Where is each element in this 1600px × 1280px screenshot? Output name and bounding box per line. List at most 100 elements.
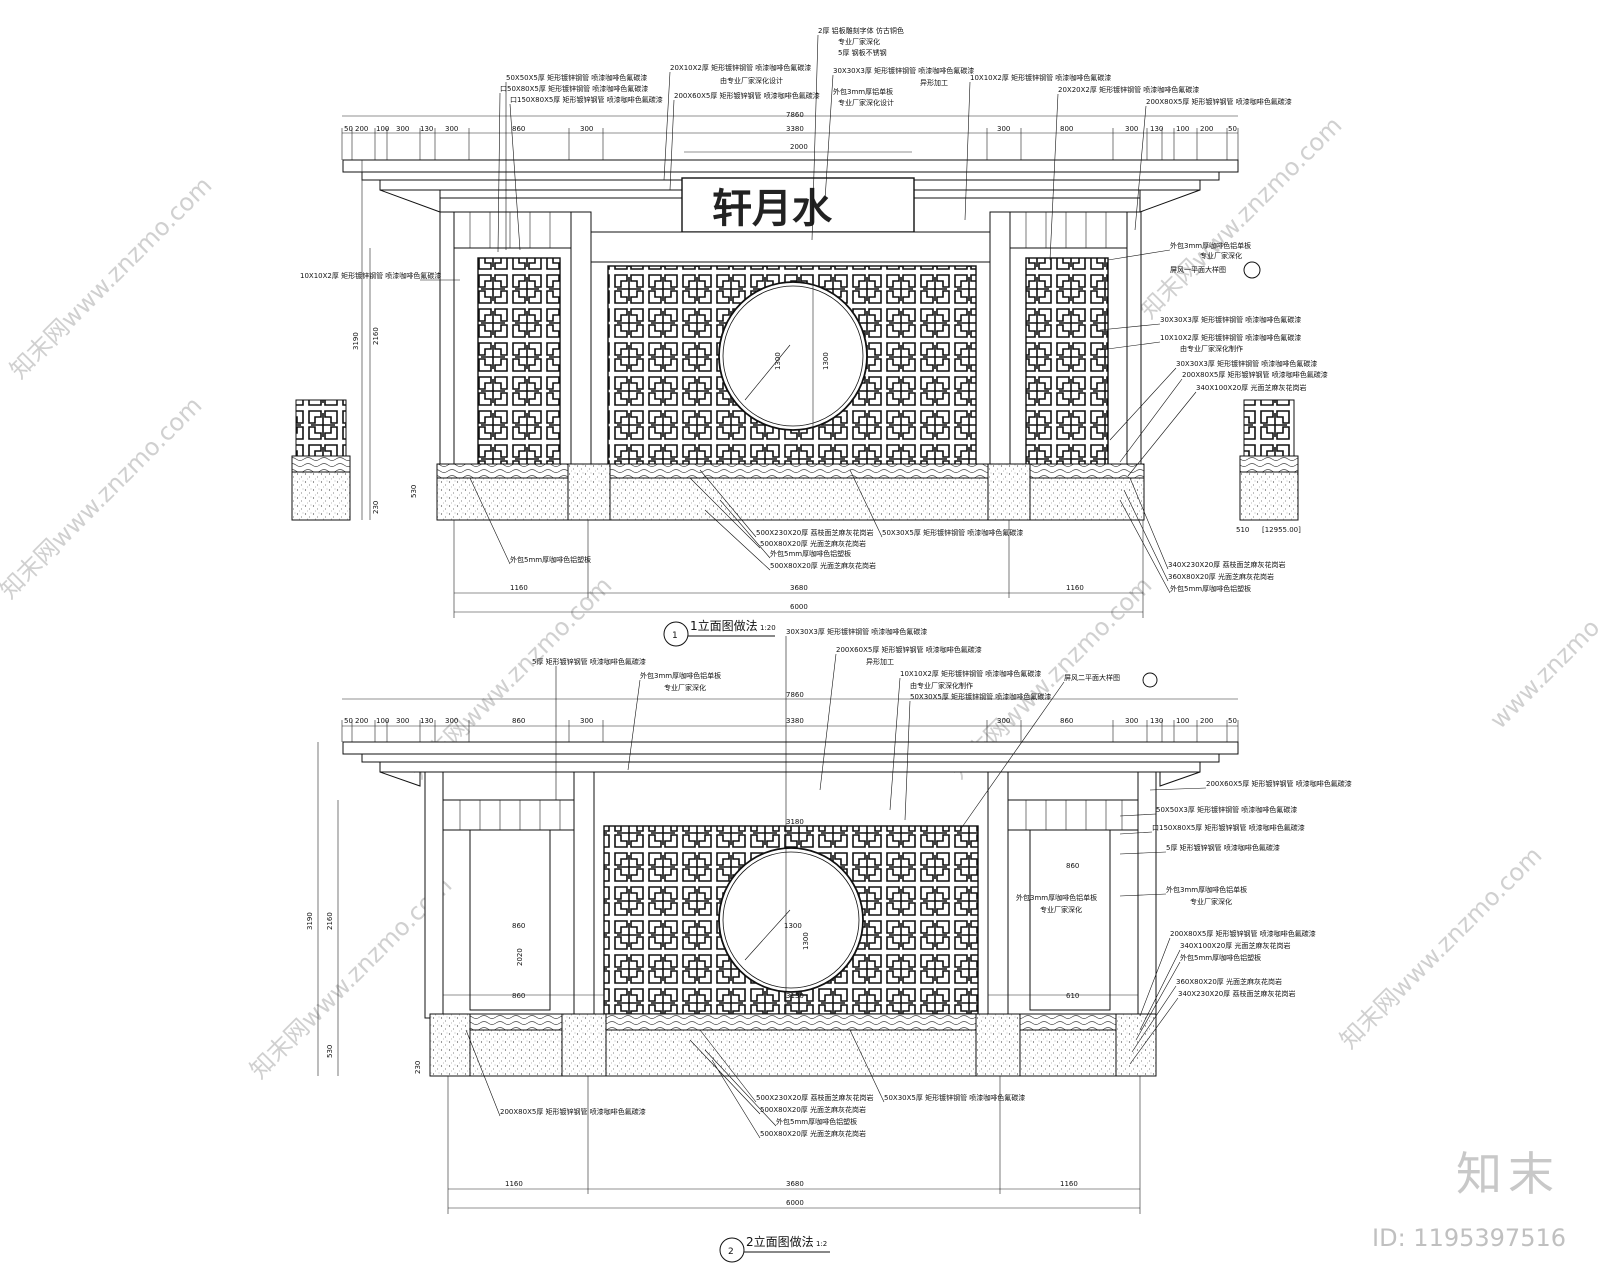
v1-height-dim: 3190	[352, 332, 360, 350]
v1-top-dim: 300	[445, 125, 458, 133]
v1-top-dim: 200	[355, 125, 368, 133]
v1-top-dim: 50	[1228, 125, 1237, 133]
v2-top-dim: 860	[1060, 717, 1073, 725]
v1-label-top: 20X20X2厚 矩形镀锌钢管 喷漆咖啡色氟碳漆	[1058, 85, 1199, 94]
elevation-view-2: 7860 50 200 100 300 130 300 860 300 3380…	[306, 627, 1352, 1263]
v2-top-dim: 130	[1150, 717, 1163, 725]
v1-label-left: 10X10X2厚 矩形镀锌钢管 喷漆咖啡色氟碳漆	[300, 271, 441, 280]
v1-right-lattice	[1025, 257, 1109, 477]
v2-inner-dim: 860	[1066, 862, 1079, 870]
v1-left-lattice	[477, 257, 561, 477]
v1-label-bottom: 外包5mm厚咖啡色铝塑板	[1170, 584, 1251, 593]
v2-label-top: 5厚 矩形镀锌钢管 喷漆咖啡色氟碳漆	[532, 657, 646, 666]
v1-height-dim: 530	[410, 485, 418, 498]
v2-overall-dim: 7860	[786, 691, 804, 699]
v1-overall-dim: 7860	[786, 111, 804, 119]
v2-top-dim: 100	[376, 717, 389, 725]
v2-bottom-dim: 1160	[1060, 1180, 1078, 1188]
v2-label-top: 异形加工	[866, 657, 894, 666]
v2-label-right: 200X60X5厚 矩形镀锌钢管 喷漆咖啡色氟碳漆	[1206, 779, 1352, 788]
v1-label-right: 200X80X5厚 矩形镀锌钢管 喷漆咖啡色氟碳漆	[1182, 370, 1328, 379]
v1-label-left: 50X50X5厚 矩形镀锌钢管 喷漆咖啡色氟碳漆	[506, 73, 647, 82]
v1-title: 1立面图做法	[690, 618, 758, 633]
v1-label-top: 20X10X2厚 矩形镀锌钢管 喷漆咖啡色氟碳漆	[670, 63, 811, 72]
v2-height-dim: 530	[326, 1045, 334, 1058]
v2-inner-dim: 860	[512, 922, 525, 930]
v1-label-top: 外包3mm厚铝单板	[833, 87, 893, 96]
v2-top-dim: 200	[1200, 717, 1213, 725]
v1-label-bottom: 340X230X20厚 荔枝面芝麻灰花岗岩	[1168, 560, 1285, 569]
v2-label-bottom: 200X80X5厚 矩形镀锌钢管 喷漆咖啡色氟碳漆	[500, 1107, 646, 1116]
v1-height-dim: 230	[372, 501, 380, 514]
v1-ref-width: 510	[1236, 526, 1249, 534]
v1-top-dim: 300	[396, 125, 409, 133]
v2-top-dim: 300	[580, 717, 593, 725]
v1-label-bottom: 500X80X20厚 光面芝麻灰花岗岩	[760, 539, 866, 548]
v1-sign-text: 轩月水	[712, 185, 833, 232]
v1-top-dim: 100	[1176, 125, 1189, 133]
watermark-3: 知末网www.znzmo.com	[0, 391, 207, 604]
v2-label-right: 200X80X5厚 矩形镀锌钢管 喷漆咖啡色氟碳漆	[1170, 929, 1316, 938]
v2-top-dim: 3380	[786, 717, 804, 725]
v1-granite-plinth	[436, 477, 1145, 521]
v2-label-top: 屏风二平面大样图	[1064, 673, 1120, 682]
v1-label-bottom: 500X230X20厚 荔枝面芝麻灰花岗岩	[756, 528, 873, 537]
v2-inner-dim: 3130	[786, 992, 804, 1000]
v1-top-dim: 300	[997, 125, 1010, 133]
v1-label-bottom: 外包5mm厚咖啡色铝塑板	[770, 549, 851, 558]
v2-inner-dim: 610	[1066, 992, 1079, 1000]
v1-label-right: 屏风一平面大样图	[1170, 265, 1226, 274]
v2-label-bottom: 500X80X20厚 光面芝麻灰花岗岩	[760, 1129, 866, 1138]
v1-top-dim: 300	[1125, 125, 1138, 133]
v2-inner-dim: 2020	[516, 948, 524, 966]
v2-scale: 1:2	[816, 1240, 827, 1248]
v2-label-top: 50X30X5厚 矩形镀锌钢管 喷漆咖啡色氟碳漆	[910, 692, 1051, 701]
v1-label-right: 10X10X2厚 矩形镀锌钢管 喷漆咖啡色氟碳漆	[1160, 333, 1301, 342]
v1-label-bottom: 360X80X20厚 光面芝麻灰花岗岩	[1168, 572, 1274, 581]
v2-top-dim: 860	[512, 717, 525, 725]
v2-label-bottom: 500X230X20厚 荔枝面芝麻灰花岗岩	[756, 1093, 873, 1102]
v1-top-dim: 860	[512, 125, 525, 133]
v1-label-top: 200X80X5厚 矩形镀锌钢管 喷漆咖啡色氟碳漆	[1146, 97, 1292, 106]
v2-label-top: 由专业厂家深化制作	[910, 681, 973, 690]
v1-label-top: 专业厂家深化	[838, 37, 880, 46]
v2-top-dim: 200	[355, 717, 368, 725]
v1-sign-board	[681, 177, 915, 233]
v1-top-dim: 300	[580, 125, 593, 133]
v1-top-dim: 100	[376, 125, 389, 133]
v2-granite-plinth	[429, 1029, 1157, 1077]
v1-label-right: 专业厂家深化	[1200, 251, 1242, 260]
v1-top-dim: 3380	[786, 125, 804, 133]
v2-label-bottom: 外包5mm厚咖啡色铝塑板	[776, 1117, 857, 1126]
v1-label-right: 340X100X20厚 光面芝麻灰花岗岩	[1196, 383, 1306, 392]
brand-logo: 知末	[1456, 1147, 1560, 1201]
v2-top-dim: 50	[344, 717, 353, 725]
v2-label-right: 专业厂家深化	[1190, 897, 1232, 906]
v1-top-dim: 130	[1150, 125, 1163, 133]
v2-moon-gate	[718, 847, 864, 993]
v1-label-top: 由专业厂家深化设计	[720, 76, 783, 85]
v1-moon-gate	[718, 281, 868, 431]
v1-top-dim: 50	[344, 125, 353, 133]
v1-label-right: 30X30X3厚 矩形镀锌钢管 喷漆咖啡色氟碳漆	[1160, 315, 1301, 324]
v2-title: 2立面图做法	[746, 1234, 814, 1249]
v2-label-right: 外包5mm厚咖啡色铝塑板	[1180, 953, 1261, 962]
v1-label-right: 由专业厂家深化制作	[1180, 344, 1243, 353]
v1-top-dim: 130	[420, 125, 433, 133]
v2-top-dim: 300	[396, 717, 409, 725]
v1-label-bottom: 50X30X5厚 矩形镀锌钢管 喷漆咖啡色氟碳漆	[882, 528, 1023, 537]
v1-title-number: 1	[672, 631, 678, 641]
v2-height-dim: 230	[414, 1061, 422, 1074]
v2-inner-dim: 1300	[802, 932, 810, 950]
v2-label-top: 200X60X5厚 矩形镀锌钢管 喷漆咖啡色氟碳漆	[836, 645, 982, 654]
v2-bottom-dim: 3680	[786, 1180, 804, 1188]
v1-label-right: 30X30X3厚 矩形镀锌钢管 喷漆咖啡色氟碳漆	[1176, 359, 1317, 368]
v1-bottom-dim: 1160	[1066, 584, 1084, 592]
v1-ref-elevation: [12955.00]	[1262, 526, 1301, 534]
v1-sign-width: 2000	[790, 143, 808, 151]
v2-inner-dim: 860	[512, 992, 525, 1000]
v2-label-top: 外包3mm厚咖啡色铝单板	[640, 671, 721, 680]
v1-label-left: 口150X80X5厚 矩形镀锌钢管 喷漆咖啡色氟碳漆	[510, 95, 663, 104]
v2-label-right: 外包3mm厚咖啡色铝单板	[1166, 885, 1247, 894]
